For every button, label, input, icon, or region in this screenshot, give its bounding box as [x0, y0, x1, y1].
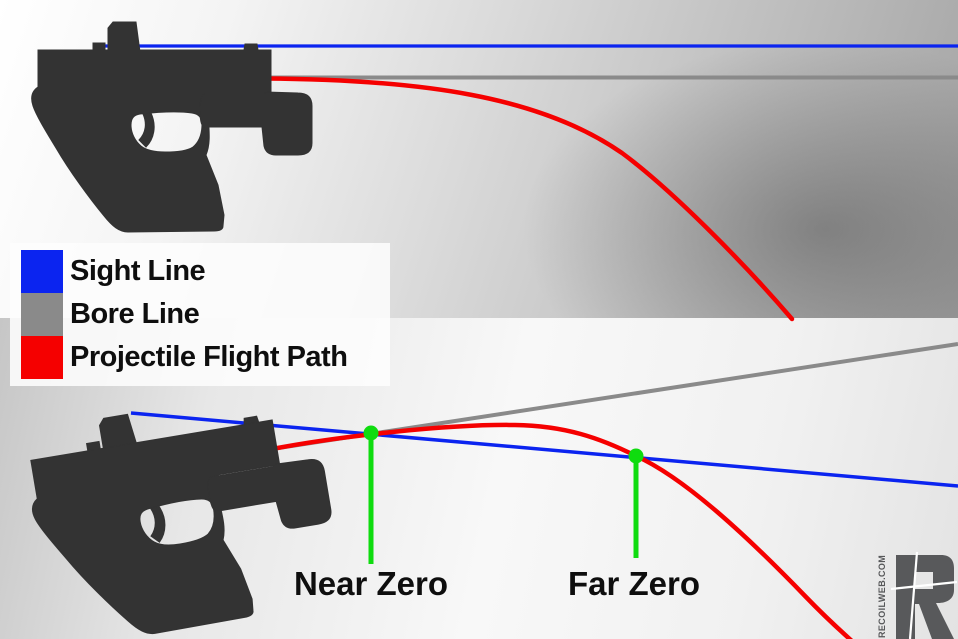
logo-crosshair-horizontal — [890, 580, 958, 591]
flight-path-top — [261, 76, 795, 322]
legend-label-flight-path: Projectile Flight Path — [70, 341, 348, 373]
pistol-top — [31, 21, 313, 233]
legend-item-flight-path: Projectile Flight Path — [10, 336, 390, 379]
legend-item-sight-line: Sight Line — [10, 250, 390, 293]
legend-label-bore-line: Bore Line — [70, 298, 200, 330]
legend-swatch-sight-line — [21, 250, 63, 293]
legend-swatch-bore-line — [21, 293, 63, 336]
watermark-site-text: RECOILWEB.COM — [877, 554, 887, 638]
legend-label-sight-line: Sight Line — [70, 255, 206, 287]
flight-path-bottom — [269, 422, 853, 639]
near-zero-marker — [363, 425, 379, 564]
legend-box: Sight Line Bore Line Projectile Flight P… — [10, 243, 390, 386]
logo-crosshair-vertical — [908, 551, 919, 639]
legend-item-bore-line: Bore Line — [10, 293, 390, 336]
recoil-logo — [890, 551, 958, 639]
near-zero-dot — [363, 425, 379, 441]
far-zero-marker — [628, 448, 644, 558]
far-zero-dot — [628, 448, 644, 464]
recoil-r-glyph — [896, 555, 954, 639]
near-zero-label: Near Zero — [293, 565, 449, 602]
far-zero-label: Far Zero — [567, 565, 701, 602]
legend-swatch-flight-path — [21, 336, 63, 379]
